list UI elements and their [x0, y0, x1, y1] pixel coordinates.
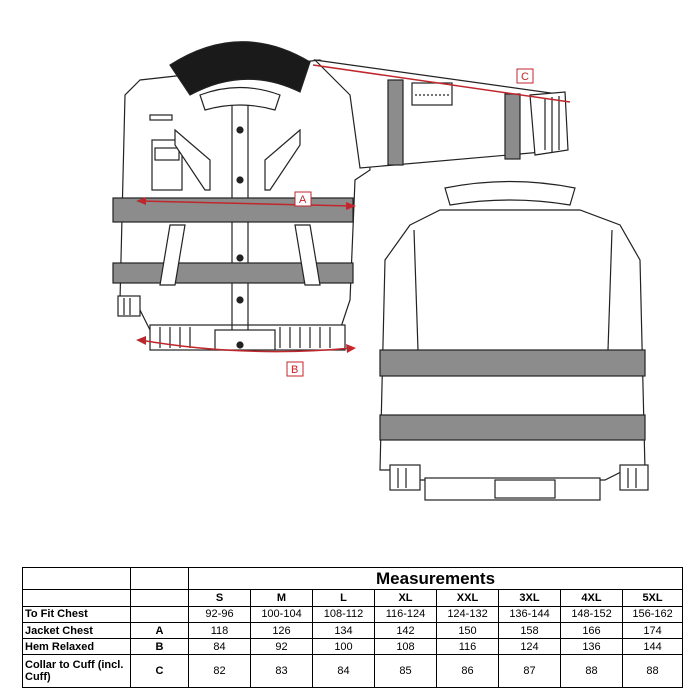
row-code: B — [130, 638, 189, 656]
size-header: L — [312, 589, 375, 607]
table-cell: 84 — [188, 638, 251, 656]
size-header: S — [188, 589, 251, 607]
table-cell: 124 — [498, 638, 561, 656]
table-cell: 116 — [436, 638, 499, 656]
table-cell: 150 — [436, 621, 499, 640]
row-code: C — [130, 654, 189, 688]
jacket-back-view — [379, 180, 649, 501]
table-cell: 87 — [498, 654, 561, 688]
table-cell: 86 — [436, 654, 499, 688]
row-code: A — [130, 621, 189, 640]
table-cell: 92-96 — [188, 605, 251, 623]
table-title: Measurements — [187, 566, 684, 591]
jacket-technical-drawing: A B C — [112, 41, 649, 501]
table-cell: 158 — [498, 621, 561, 640]
table-cell: 148-152 — [560, 605, 623, 623]
table-cell: 116-124 — [374, 605, 437, 623]
dimension-c-label: C — [521, 71, 529, 83]
row-code — [130, 605, 189, 623]
table-row: Hem Relaxed B 84 92 100 108 116 124 136 … — [22, 638, 684, 656]
table-cell: 174 — [621, 621, 684, 640]
table-cell: 82 — [188, 654, 251, 688]
dimension-b-marker: B — [136, 336, 356, 377]
table-cell: 156-162 — [621, 605, 684, 623]
dimension-b-label: B — [291, 364, 298, 376]
measurements-table: Measurements S M L XL XXL 3XL 4XL 5XL To… — [22, 566, 684, 688]
table-cell: 100-104 — [250, 605, 313, 623]
table-cell: 88 — [621, 654, 684, 688]
row-label: Collar to Cuff (incl. Cuff) — [22, 654, 131, 688]
table-cell: 142 — [374, 621, 437, 640]
size-header: 4XL — [560, 589, 623, 607]
table-cell: 108-112 — [312, 605, 375, 623]
size-header: 3XL — [498, 589, 561, 607]
size-header: XXL — [436, 589, 499, 607]
size-header: M — [250, 589, 313, 607]
table-cell: 84 — [312, 654, 375, 688]
table-row: To Fit Chest 92-96 100-104 108-112 116-1… — [22, 605, 684, 623]
table-row: Collar to Cuff (incl. Cuff) C 82 83 84 8… — [22, 654, 684, 688]
table-cell: 124-132 — [436, 605, 499, 623]
table-cell: 108 — [374, 638, 437, 656]
table-cell: 134 — [312, 621, 375, 640]
jacket-front-view — [112, 41, 569, 351]
table-cell: 88 — [560, 654, 623, 688]
table-cell: 144 — [621, 638, 684, 656]
dimension-a-marker: A — [136, 191, 356, 210]
table-cell: 126 — [250, 621, 313, 640]
dimension-a-label: A — [299, 194, 307, 206]
row-label: Hem Relaxed — [22, 638, 131, 656]
dimension-c-marker: C — [312, 64, 571, 103]
table-cell: 92 — [250, 638, 313, 656]
table-cell: 118 — [188, 621, 251, 640]
row-label: To Fit Chest — [22, 605, 131, 623]
table-cell: 166 — [560, 621, 623, 640]
table-cell: 85 — [374, 654, 437, 688]
table-cell: 136 — [560, 638, 623, 656]
size-header: 5XL — [621, 589, 684, 607]
table-row: Jacket Chest A 118 126 134 142 150 158 1… — [22, 621, 684, 640]
table-cell: 136-144 — [498, 605, 561, 623]
row-label: Jacket Chest — [22, 621, 131, 640]
table-cell: 83 — [250, 654, 313, 688]
table-cell: 100 — [312, 638, 375, 656]
size-header: XL — [374, 589, 437, 607]
